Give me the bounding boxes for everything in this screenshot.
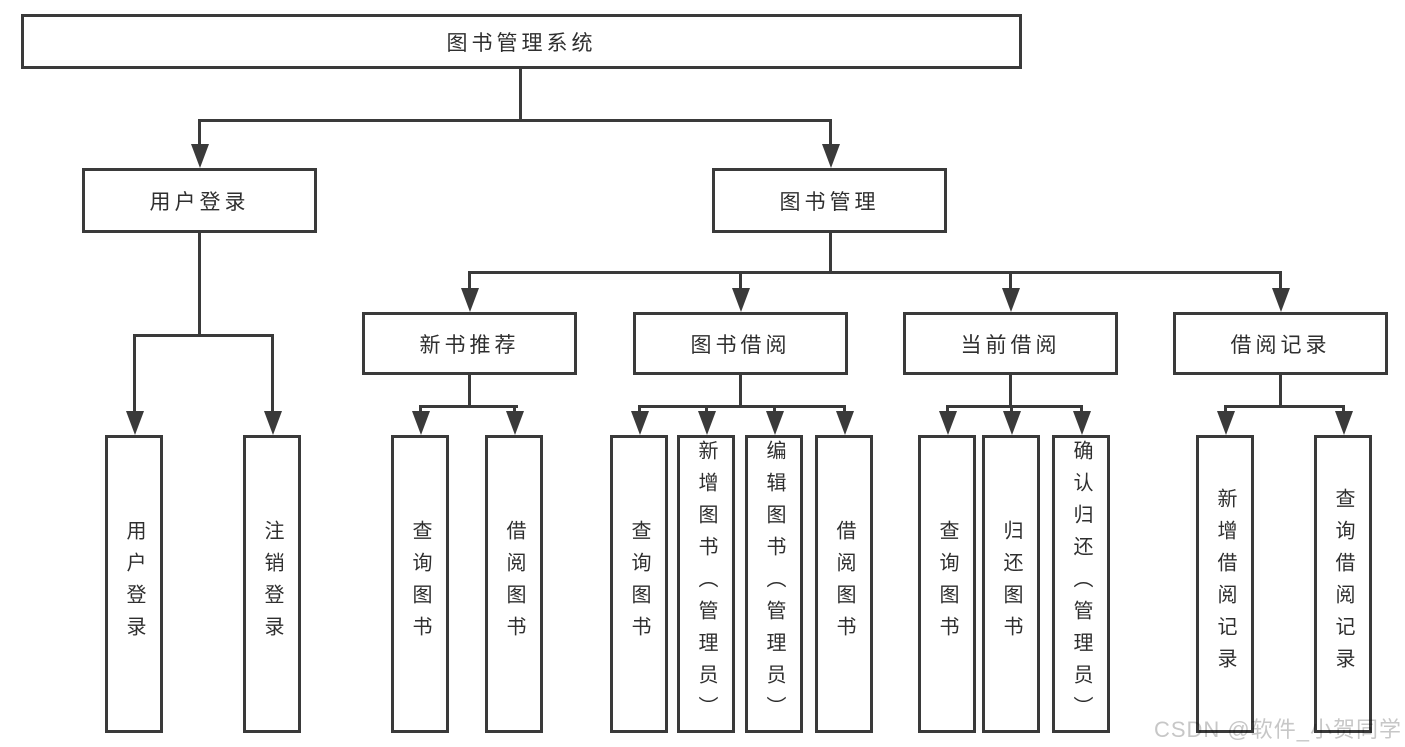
connector-line <box>843 405 846 413</box>
arrow-down-icon <box>697 411 716 435</box>
connector-line <box>271 334 274 412</box>
connector-line <box>739 375 742 407</box>
leaf-add-borrow-record-label: 新增借阅记录 <box>1214 488 1236 680</box>
leaf-query-books-current: 查询图书 <box>918 435 976 733</box>
arrow-down-icon <box>1002 411 1021 435</box>
node-borrowing-records-label: 借阅记录 <box>1230 333 1331 357</box>
leaf-confirm-return-admin-label: 确认归还（管理员） <box>1070 440 1092 728</box>
connector-line <box>513 405 516 413</box>
leaf-query-borrow-record: 查询借阅记录 <box>1314 435 1372 733</box>
arrow-down-icon <box>821 144 840 168</box>
leaf-add-books-admin-label: 新增图书（管理员） <box>695 440 717 728</box>
node-current-borrowing-label: 当前借阅 <box>960 333 1061 357</box>
leaf-query-borrow-record-label: 查询借阅记录 <box>1332 488 1354 680</box>
connector-line <box>946 405 949 413</box>
connector-line <box>739 271 742 290</box>
leaf-borrow-books: 借阅图书 <box>815 435 873 733</box>
arrow-down-icon <box>1271 288 1290 312</box>
connector-line <box>1009 375 1012 407</box>
leaf-user-login: 用户登录 <box>105 435 163 733</box>
arrow-down-icon <box>731 288 750 312</box>
connector-line <box>638 405 641 413</box>
leaf-logout: 注销登录 <box>243 435 301 733</box>
arrow-down-icon <box>1001 288 1020 312</box>
connector-line <box>1342 405 1345 413</box>
leaf-edit-books-admin-label: 编辑图书（管理员） <box>763 440 785 728</box>
node-book-management-label: 图书管理 <box>779 190 880 214</box>
connector-line <box>1279 271 1282 290</box>
arrow-down-icon <box>460 288 479 312</box>
leaf-query-books-borrowing: 查询图书 <box>610 435 668 733</box>
connector-line <box>1009 271 1012 290</box>
leaf-edit-books-admin: 编辑图书（管理员） <box>745 435 803 733</box>
leaf-logout-label: 注销登录 <box>261 520 283 648</box>
leaf-borrow-books-recommend: 借阅图书 <box>485 435 543 733</box>
connector-line <box>1224 405 1345 408</box>
connector-line <box>829 233 832 274</box>
arrow-down-icon <box>505 411 524 435</box>
arrow-down-icon <box>411 411 430 435</box>
arrow-down-icon <box>630 411 649 435</box>
leaf-borrow-books-label: 借阅图书 <box>833 520 855 648</box>
arrow-down-icon <box>835 411 854 435</box>
connector-line <box>705 405 708 413</box>
leaf-add-books-admin: 新增图书（管理员） <box>677 435 735 733</box>
node-library-management-system-label: 图书管理系统 <box>446 31 597 55</box>
connector-line <box>1010 405 1013 413</box>
arrow-down-icon <box>938 411 957 435</box>
arrow-down-icon <box>765 411 784 435</box>
connector-line <box>133 334 136 412</box>
arrow-down-icon <box>263 411 282 435</box>
connector-line <box>468 271 471 290</box>
connector-line <box>198 119 832 122</box>
connector-line <box>419 405 422 413</box>
watermark: CSDN @软件_小贺同学 <box>1153 717 1402 742</box>
arrow-down-icon <box>125 411 144 435</box>
connector-line <box>468 271 1282 274</box>
node-user-login: 用户登录 <box>82 168 317 233</box>
connector-line <box>419 405 518 408</box>
connector-line <box>198 233 201 336</box>
connector-line <box>133 334 274 337</box>
arrow-down-icon <box>190 144 209 168</box>
leaf-borrow-books-recommend-label: 借阅图书 <box>503 520 525 648</box>
node-user-login-label: 用户登录 <box>149 190 250 214</box>
connector-line <box>1080 405 1083 413</box>
leaf-return-books: 归还图书 <box>982 435 1040 733</box>
leaf-query-books-borrowing-label: 查询图书 <box>628 520 650 648</box>
connector-line <box>829 119 832 146</box>
leaf-confirm-return-admin: 确认归还（管理员） <box>1052 435 1110 733</box>
leaf-query-books-recommend: 查询图书 <box>391 435 449 733</box>
node-borrowing-records: 借阅记录 <box>1173 312 1388 375</box>
leaf-return-books-label: 归还图书 <box>1000 520 1022 648</box>
arrow-down-icon <box>1334 411 1353 435</box>
leaf-add-borrow-record: 新增借阅记录 <box>1196 435 1254 733</box>
arrow-down-icon <box>1216 411 1235 435</box>
connector-line <box>946 405 1083 408</box>
node-current-borrowing: 当前借阅 <box>903 312 1118 375</box>
connector-line <box>638 405 846 408</box>
node-library-management-system: 图书管理系统 <box>21 14 1022 69</box>
node-book-management: 图书管理 <box>712 168 947 233</box>
leaf-query-books-recommend-label: 查询图书 <box>409 520 431 648</box>
leaf-user-login-label: 用户登录 <box>123 520 145 648</box>
node-new-book-recommend-label: 新书推荐 <box>419 333 520 357</box>
connector-line <box>1279 375 1282 407</box>
connector-line <box>198 119 201 146</box>
leaf-query-books-current-label: 查询图书 <box>936 520 958 648</box>
node-new-book-recommend: 新书推荐 <box>362 312 577 375</box>
arrow-down-icon <box>1072 411 1091 435</box>
connector-line <box>1224 405 1227 413</box>
connector-line <box>773 405 776 413</box>
node-book-borrowing: 图书借阅 <box>633 312 848 375</box>
connector-line <box>468 375 471 407</box>
connector-line <box>519 69 522 121</box>
node-book-borrowing-label: 图书借阅 <box>690 333 791 357</box>
